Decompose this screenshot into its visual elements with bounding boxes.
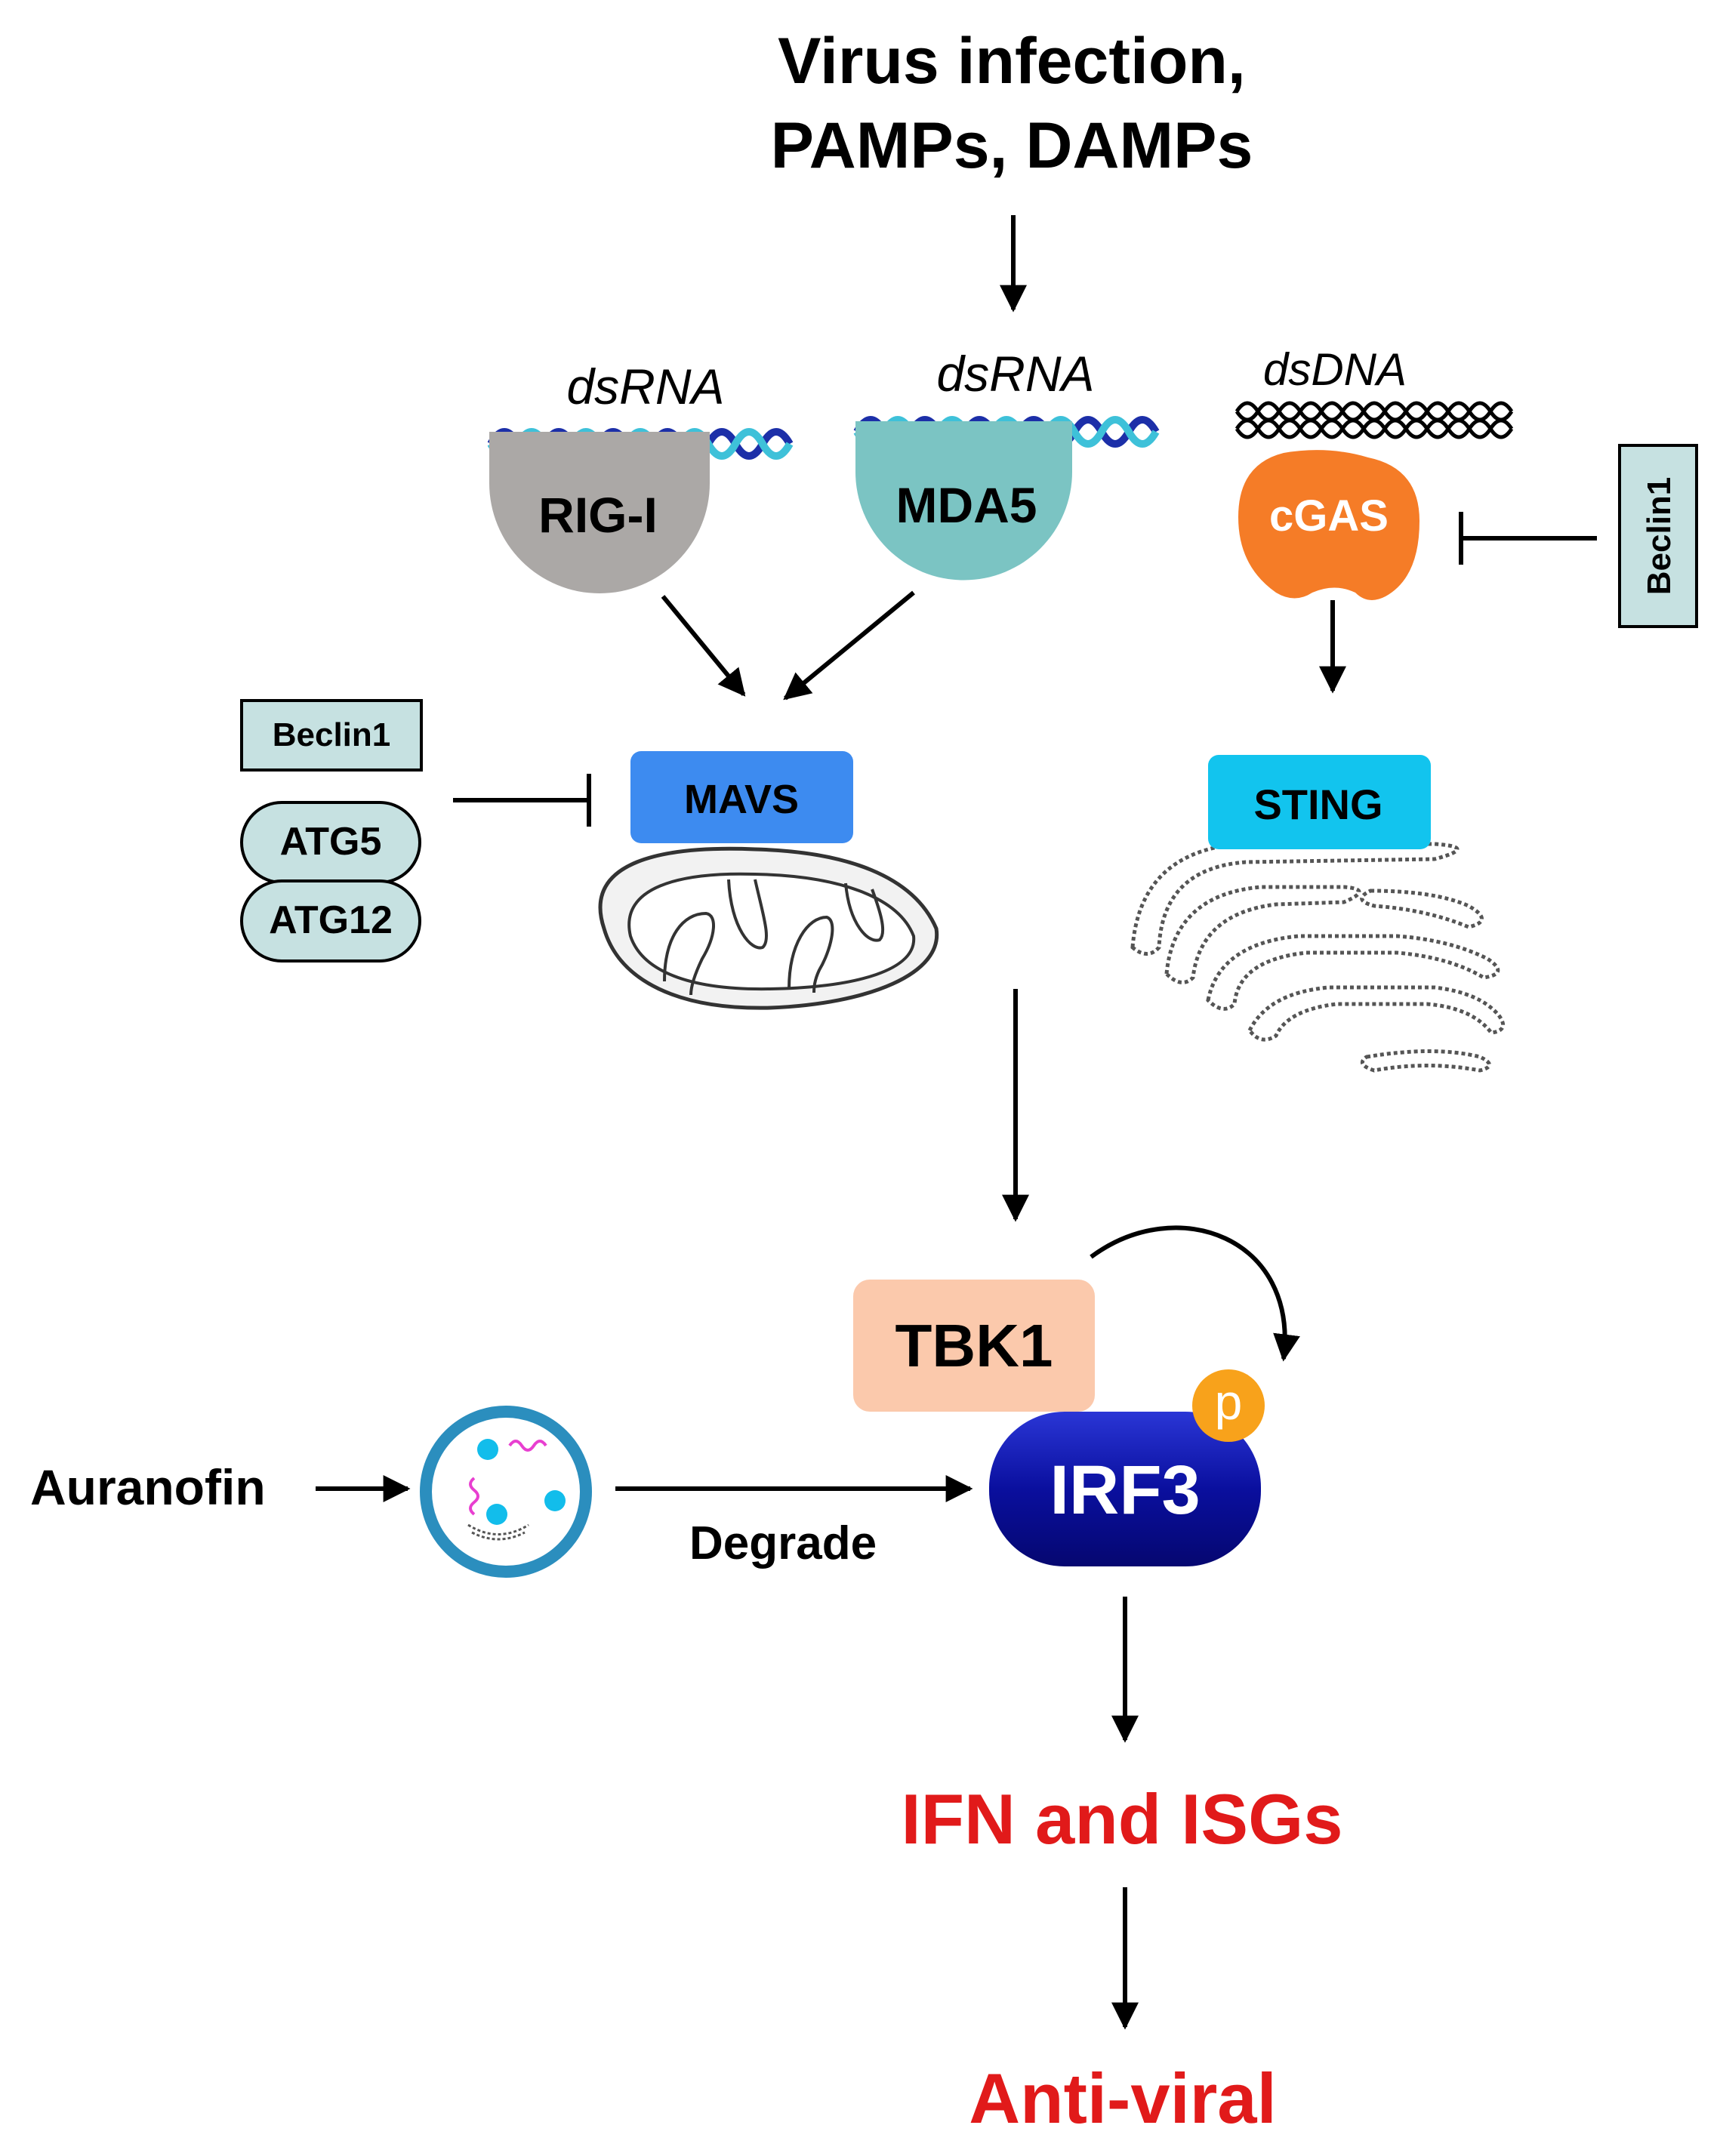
cgas-dsdna-helix xyxy=(1235,401,1514,439)
atg12-label: ATG12 xyxy=(269,898,393,942)
beclin1-left-label: Beclin1 xyxy=(273,716,391,753)
inhibit-complex-mavs xyxy=(453,774,591,827)
atg5-label: ATG5 xyxy=(280,820,382,864)
tbk1-box: TBK1 xyxy=(853,1280,1095,1412)
cgas-ligand-label: dsDNA xyxy=(1263,344,1407,395)
phospho-badge: p xyxy=(1192,1369,1265,1442)
mavs-label: MAVS xyxy=(684,777,799,822)
cgas-label: cGAS xyxy=(1269,491,1389,541)
header-line-2: PAMPs, DAMPs xyxy=(771,109,1253,182)
degrade-label: Degrade xyxy=(689,1517,877,1569)
auranofin-label: Auranofin xyxy=(30,1459,266,1515)
lysosome-icon xyxy=(420,1406,592,1578)
rigi-sensor: dsRNA RIG-I xyxy=(487,359,794,593)
beclin1-left: Beclin1 xyxy=(240,699,423,772)
atg12-oval: ATG12 xyxy=(240,879,421,962)
mda5-label: MDA5 xyxy=(895,477,1037,533)
arrow-mda5-to-mavs xyxy=(783,590,915,701)
irf3-box: IRF3 xyxy=(989,1412,1261,1566)
phospho-label: p xyxy=(1215,1374,1243,1430)
rigi-ligand-label: dsRNA xyxy=(566,359,724,414)
rigi-shape xyxy=(489,432,710,593)
header-line-1: Virus infection, xyxy=(778,25,1246,97)
antiviral-label: Anti-viral xyxy=(969,2059,1276,2138)
inhibit-beclin1-cgas xyxy=(1459,512,1597,565)
mavs-box: MAVS xyxy=(630,751,853,843)
cgas-shape xyxy=(1238,450,1419,600)
mda5-sensor: dsRNA MDA5 xyxy=(853,346,1160,581)
sting-box: STING xyxy=(1208,755,1431,849)
sting-label: STING xyxy=(1253,781,1382,828)
beclin1-right: Beclin1 xyxy=(1618,444,1698,628)
atg5-oval: ATG5 xyxy=(240,801,421,884)
irf3-label: IRF3 xyxy=(1050,1452,1200,1529)
mda5-ligand-label: dsRNA xyxy=(936,346,1094,402)
cgas-sensor: dsDNA cGAS xyxy=(1235,344,1514,600)
mitochondrion xyxy=(598,846,939,1010)
tbk1-label: TBK1 xyxy=(895,1312,1053,1379)
rigi-label: RIG-I xyxy=(538,487,658,543)
endoplasmic-reticulum xyxy=(1130,842,1506,1073)
ifn-isgs-label: IFN and ISGs xyxy=(902,1779,1343,1859)
mda5-shape xyxy=(855,421,1072,581)
beclin1-right-label: Beclin1 xyxy=(1641,477,1678,596)
arrow-rigi-to-mavs xyxy=(661,595,746,697)
arrow-tbk1-phosphorylates-irf3 xyxy=(1090,1225,1300,1362)
